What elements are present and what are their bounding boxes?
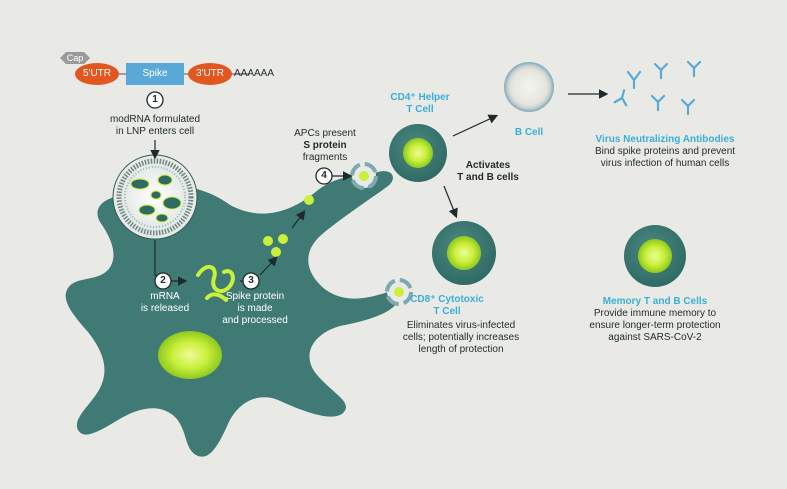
spike-protein-fragments xyxy=(263,195,314,257)
modrna-construct xyxy=(60,52,250,85)
step-4: 4 xyxy=(321,170,327,181)
polya-label: AAAAAA xyxy=(234,68,275,79)
step-3: 3 xyxy=(248,275,254,286)
flow-arrows xyxy=(150,89,609,286)
dendritic-cell xyxy=(65,171,401,457)
antibodies-title: Virus Neutralizing Antibodies xyxy=(595,134,735,145)
step-markers xyxy=(146,91,333,290)
memory-cell xyxy=(624,225,686,287)
bcell-caption: B Cell xyxy=(514,127,544,138)
b-cell xyxy=(504,62,554,112)
antibodies xyxy=(613,60,702,116)
utr3-label: 3'UTR xyxy=(195,68,225,79)
dendritic-nucleus xyxy=(158,331,222,379)
spike-label: Spike xyxy=(142,68,168,79)
step-1: 1 xyxy=(152,94,158,105)
mrna-strand xyxy=(196,265,235,294)
apc-synapse-cd4 xyxy=(350,162,378,190)
memory-title: Memory T and B Cells xyxy=(602,296,708,307)
step-2: 2 xyxy=(160,275,166,286)
cd8-cytotoxic-t-cell xyxy=(432,221,496,285)
lnp-particle xyxy=(116,158,194,236)
utr5-label: 5'UTR xyxy=(82,68,112,79)
apc-synapse-cd8 xyxy=(385,278,413,306)
cap-label: Cap xyxy=(66,53,84,63)
cd4-helper-t-cell xyxy=(389,124,447,182)
